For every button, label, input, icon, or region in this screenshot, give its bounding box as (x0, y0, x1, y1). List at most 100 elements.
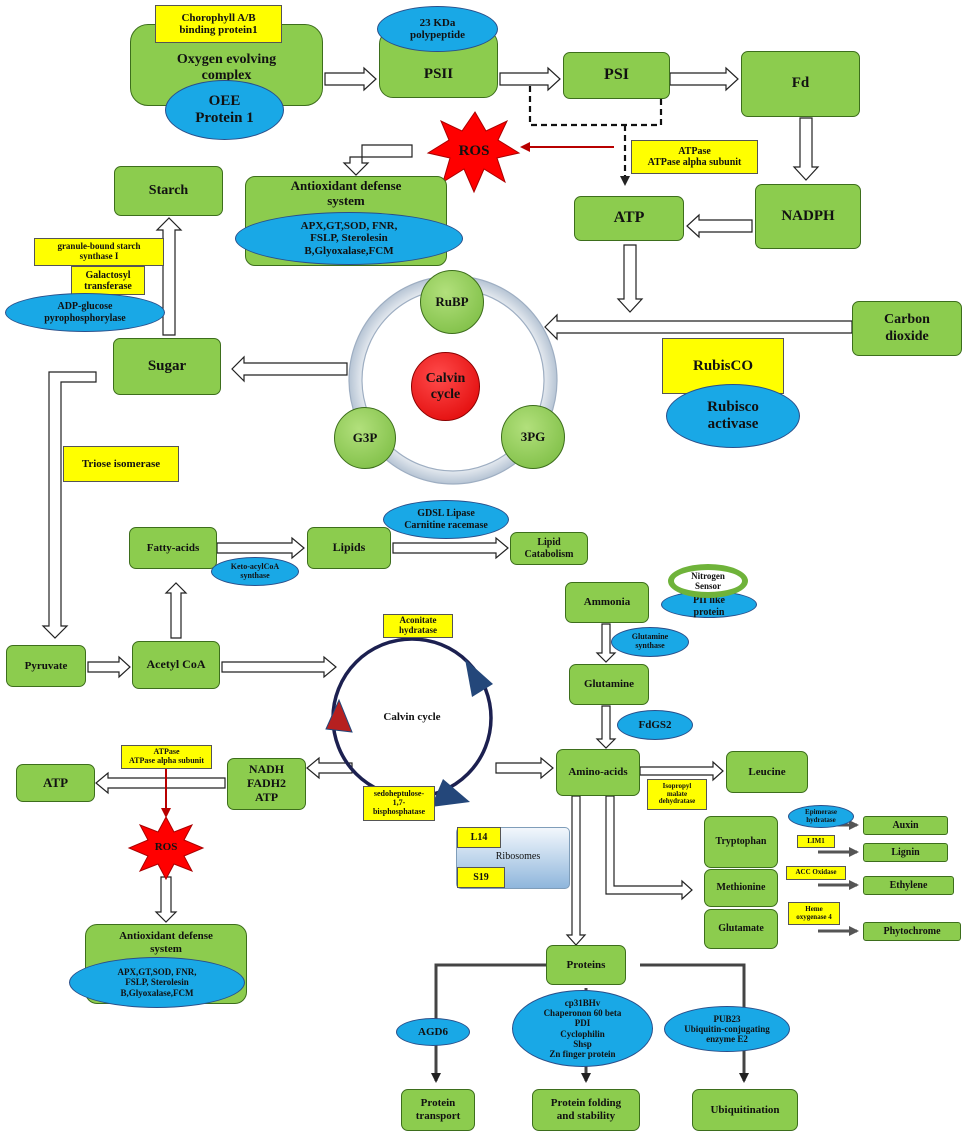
protein-folding-box: Protein folding and stability (532, 1089, 640, 1131)
23kda-polypeptide-ellipse: 23 KDa polypeptide (377, 6, 498, 52)
phytochrome-box: Phytochrome (863, 922, 961, 941)
galactosyl-transferase-label: Galactosyl transferase (71, 266, 145, 295)
rubisco-activase-ellipse: Rubisco activase (666, 384, 800, 448)
arrow-ros2-to-antioxidant2 (154, 876, 178, 923)
atp-box-top: ATP (574, 196, 684, 241)
arrow-calvin2-to-aminoacids (495, 756, 554, 780)
proteins-box: Proteins (546, 945, 626, 985)
arrow-aminoacids-to-leucine (639, 760, 724, 782)
amino-acids-box: Amino-acids (556, 749, 640, 796)
gbss-label: granule-bound starch synthase I (34, 238, 164, 266)
lignin-box: Lignin (863, 843, 948, 862)
lipids-box: Lipids (307, 527, 391, 569)
ribosomes-label: Ribosomes (495, 851, 541, 862)
3pg-node: 3PG (501, 405, 565, 469)
auxin-box: Auxin (863, 816, 948, 835)
epimerase-hydratase-ellipse: Epimerase hydratase (788, 805, 854, 828)
arrow-ros-to-antioxidant (342, 144, 413, 176)
glutamate-box: Glutamate (704, 909, 778, 949)
agd6-ellipse: AGD6 (396, 1018, 470, 1046)
hollow-arrows (41, 66, 853, 946)
pyruvate-box: Pyruvate (6, 645, 86, 687)
arrow-psi-to-fd (669, 66, 739, 92)
arrow-fatty-to-lipids (216, 536, 305, 560)
glutamine-box: Glutamine (569, 664, 649, 705)
arrow-atp-to-calvin (616, 244, 644, 313)
sugar-box: Sugar (113, 338, 221, 395)
lim1-label: LIM1 (797, 835, 835, 848)
atp-box-bottom: ATP (16, 764, 95, 802)
arrow-pyruvate-to-acetyl (87, 655, 131, 679)
psi-box: PSI (563, 52, 670, 99)
atpase-label-top: ATPase ATPase alpha subunit (631, 140, 758, 174)
fd-box: Fd (741, 51, 860, 117)
dashed-connectors (528, 86, 663, 186)
ethylene-box: Ethylene (863, 876, 954, 895)
aconitate-hydratase-label: Aconitate hydratase (383, 614, 453, 638)
arrow-psii-to-psi (499, 66, 561, 92)
g3p-node: G3P (334, 407, 396, 469)
glutamine-synthase-ellipse: Glutamine synthase (611, 627, 689, 657)
keto-acyl-coa-ellipse: Keto-acylCoA synthase (211, 557, 299, 586)
ros-burst-top (426, 111, 521, 194)
cycle-arrowhead-2 (431, 779, 470, 807)
triose-isomerase-label: Triose isomerase (63, 446, 179, 482)
methionine-box: Methionine (704, 869, 778, 907)
fdgs2-ellipse: FdGS2 (617, 710, 693, 740)
calvin-cycle-center: Calvin cycle (411, 352, 480, 421)
chaperone-proteins-ellipse: cp31BHv Chaperonon 60 beta PDI Cyclophil… (512, 990, 653, 1067)
arrow-acetyl-to-fatty (164, 582, 188, 639)
nitrogen-sensor-ring: Nitrogen Sensor (668, 564, 748, 598)
pub23-ellipse: PUB23 Ubiquitin-conjugating enzyme E2 (664, 1006, 790, 1052)
fatty-acids-box: Fatty-acids (129, 527, 217, 569)
gdsl-lipase-ellipse: GDSL Lipase Carnitine racemase (383, 500, 509, 539)
ros-label-bottom: ROS (154, 841, 178, 853)
nadh-fadh2-atp-box: NADH FADH2 ATP (227, 758, 306, 810)
isopropyl-malate-label: Isopropyl malate dehydratase (647, 779, 707, 810)
arrow-sugar-to-pyruvate (41, 371, 97, 639)
chlorophyll-ab-label: Chorophyll A/B binding protein1 (155, 5, 282, 43)
ammonia-box: Ammonia (565, 582, 649, 623)
ros-burst-bottom (127, 815, 205, 881)
arrow-ammonia-to-glutamine (595, 623, 617, 663)
acetyl-coa-box: Acetyl CoA (132, 641, 220, 689)
atpase-label-bottom: ATPase ATPase alpha subunit (121, 745, 212, 769)
arrow-fd-to-nadph (792, 117, 820, 181)
adp-glucose-ellipse: ADP-glucose pyrophosphorylase (5, 293, 165, 332)
leucine-box: Leucine (726, 751, 808, 793)
arrow-co2-to-calvin (544, 313, 853, 341)
antioxidant-proteins-top: APX,GT,SOD, FNR, FSLP, Sterolesin B,Glyo… (235, 212, 463, 265)
arrow-calvin-to-sugar (231, 355, 348, 383)
l14-label: L14 (457, 827, 501, 848)
ubiquitination-box: Ubiquitination (692, 1089, 798, 1131)
starch-box: Starch (114, 166, 223, 216)
s19-label: S19 (457, 867, 505, 888)
antioxidant-proteins-bottom: APX,GT,SOD, FNR, FSLP, Sterolesin B,Glyo… (69, 957, 245, 1008)
cycle-arrowhead-3 (325, 698, 353, 733)
arrow-calvin2-to-nadh (306, 756, 353, 780)
rubp-node: RuBP (420, 270, 484, 334)
arrow-aminoacids-to-proteins (565, 795, 587, 946)
arrow-nadph-to-atp (686, 213, 753, 239)
carbon-dioxide-box: Carbon dioxide (852, 301, 962, 356)
nadph-box: NADPH (755, 184, 861, 249)
acc-oxidase-label: ACC Oxidase (786, 866, 846, 880)
pii-like-protein-ellipse: PII like protein (661, 591, 757, 618)
cycle-arrowhead-1 (465, 659, 493, 697)
protein-transport-box: Protein transport (401, 1089, 475, 1131)
oee-protein-ellipse: OEE Protein 1 (165, 80, 284, 140)
arrow-nadh-to-atp2 (95, 771, 226, 795)
arrow-glutamine-to-aminoacids (595, 705, 617, 749)
arrow-oec-to-psii (324, 66, 377, 92)
lipid-catabolism-box: Lipid Catabolism (510, 532, 588, 565)
tryptophan-box: Tryptophan (704, 816, 778, 868)
arrow-acetyl-to-calvin2 (221, 655, 337, 679)
calvin-cycle-label: Calvin cycle (383, 711, 441, 723)
arrow-aminoacids-to-branch (605, 795, 693, 901)
heme-oxygenase-label: Heme oxygenase 4 (788, 902, 840, 925)
sedoheptulose-label: sedoheptulose- 1,7- bisphosphatase (363, 786, 435, 821)
ros-label-top: ROS (458, 143, 490, 159)
arrow-lipids-to-catabolism (392, 536, 509, 560)
